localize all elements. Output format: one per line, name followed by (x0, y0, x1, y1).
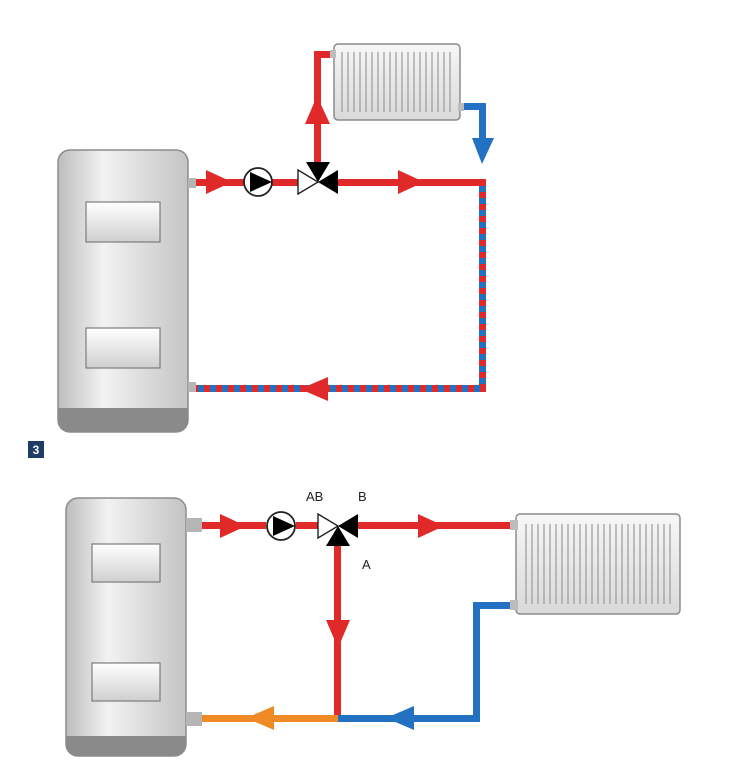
radiator-bottom (510, 513, 681, 615)
bottom-diagram: AB B A (65, 489, 681, 757)
flow-arrow (472, 138, 494, 164)
three-way-valve-bottom (317, 512, 358, 546)
flow-arrow (220, 514, 246, 538)
flow-arrow (300, 377, 328, 401)
return-pipe-top (460, 103, 486, 143)
pump-top (243, 167, 273, 197)
flow-arrow (246, 706, 274, 730)
figure-badge: 3 (28, 441, 44, 458)
boiler-top (57, 149, 196, 433)
figure-number: 3 (33, 443, 40, 457)
boiler-bottom (65, 497, 202, 757)
pump-bottom (266, 511, 296, 541)
flow-arrow (418, 514, 444, 538)
flow-arrow (305, 96, 330, 124)
supply-pipe-bottom (202, 522, 517, 722)
mixed-return-top (196, 186, 486, 392)
top-diagram (57, 43, 494, 433)
return-pipe-bottom (338, 602, 515, 722)
three-way-valve-top (297, 162, 338, 196)
valve-port-b-label: B (358, 489, 367, 504)
flow-arrow (386, 706, 414, 730)
valve-port-a-label: A (362, 557, 371, 572)
flow-arrow (398, 170, 424, 194)
valve-port-ab-label: AB (306, 489, 323, 504)
radiator-top (330, 43, 464, 121)
flow-arrow (326, 620, 350, 648)
flow-arrow (206, 170, 232, 194)
